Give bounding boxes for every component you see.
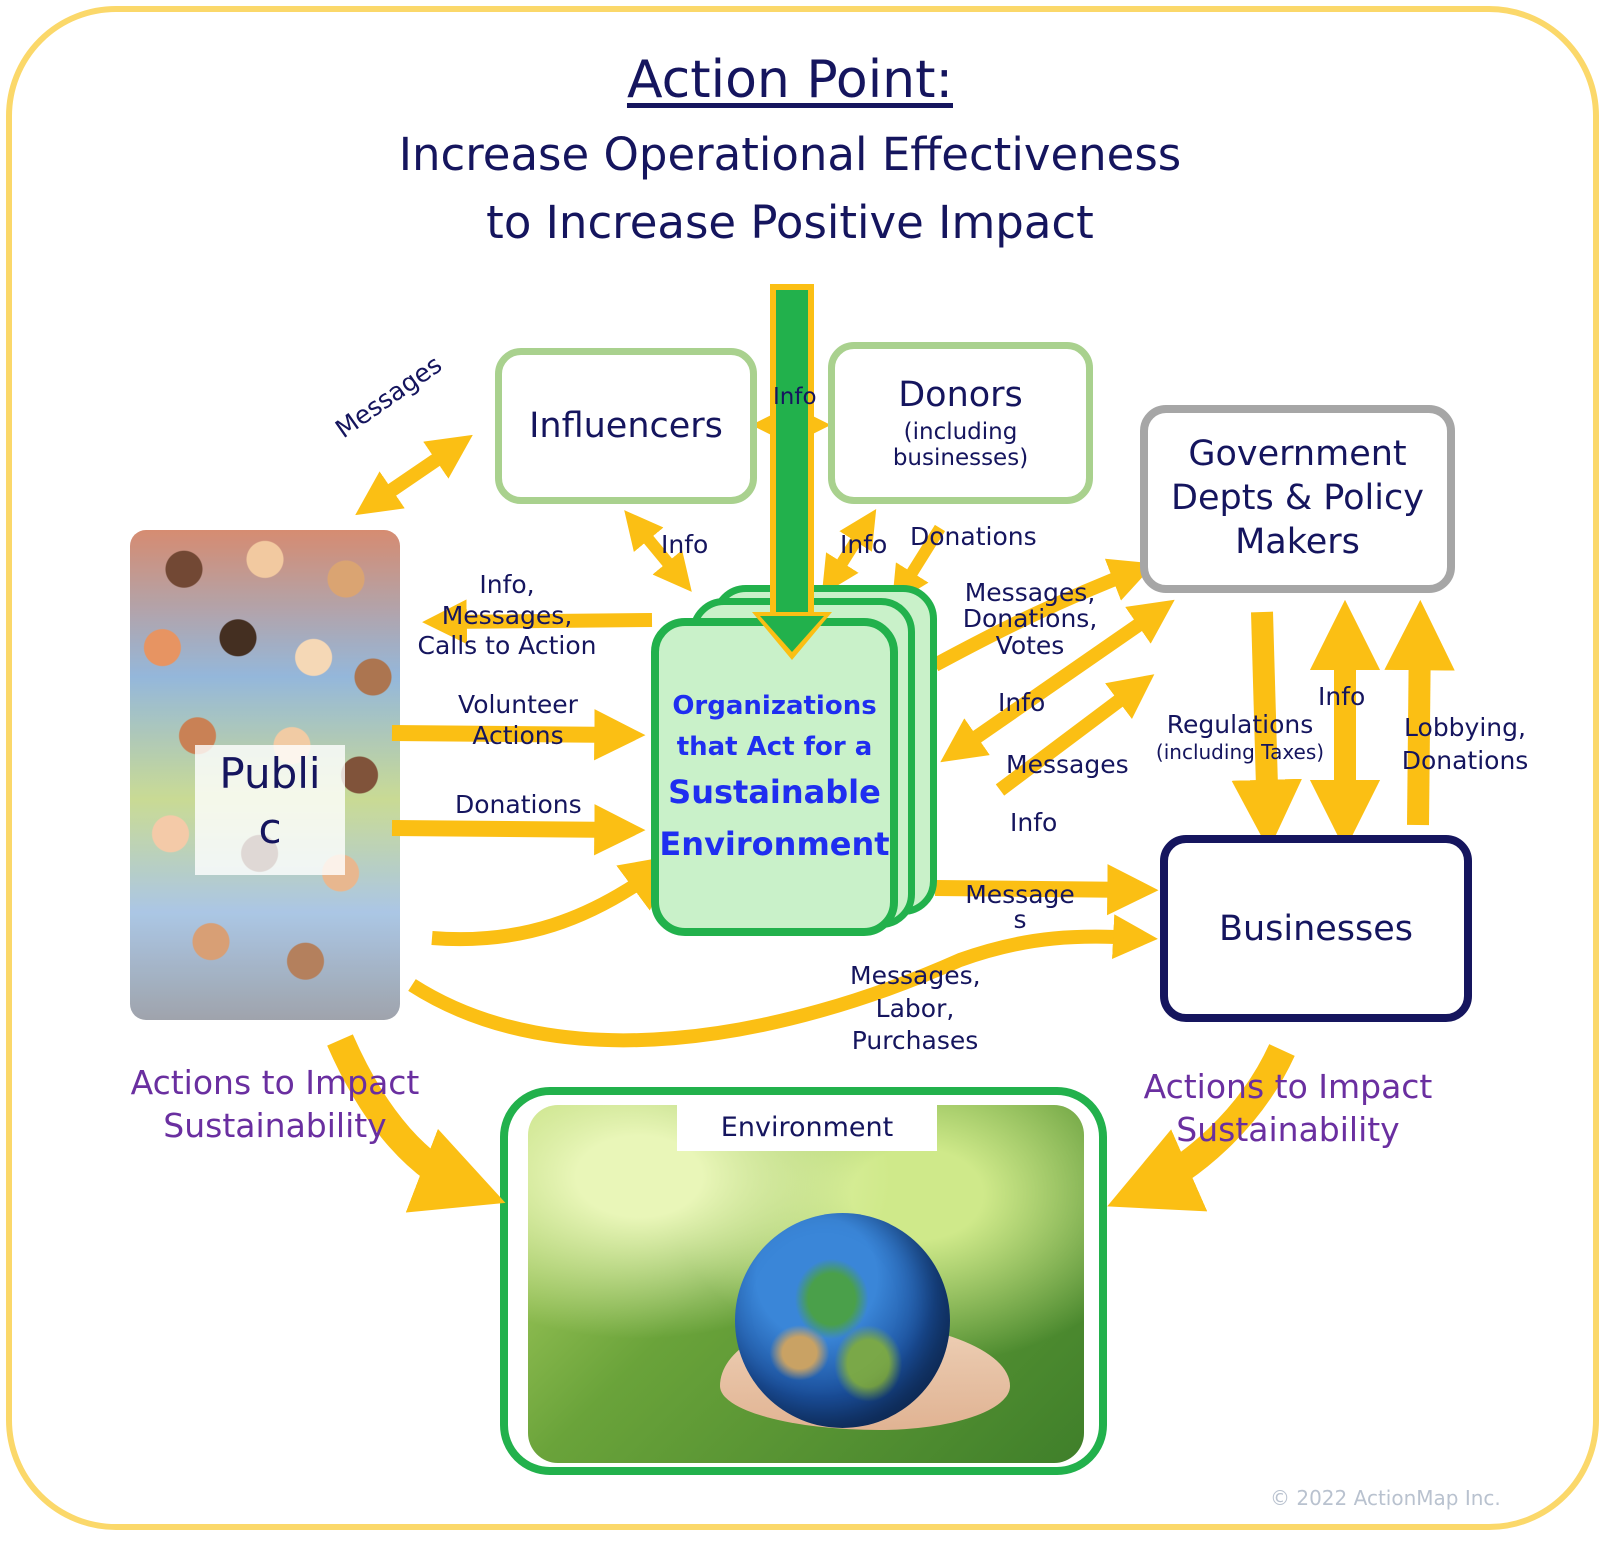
government-label-3: Makers (1235, 521, 1360, 562)
label-lobbying-1: Lobbying, (1404, 713, 1526, 742)
donors-label: Donors (898, 375, 1023, 415)
government-box: Government Depts & Policy Makers (1140, 405, 1455, 593)
label-mlp-1: Messages, (850, 961, 981, 990)
title-line-2: to Increase Positive Impact (486, 196, 1094, 249)
public-label-line-2: c (258, 803, 282, 853)
government-label-1: Government (1188, 434, 1407, 475)
earth-globe-icon (735, 1213, 950, 1428)
label-mlp-3: Purchases (851, 1026, 979, 1055)
label-messages-donations-votes: Messages, Donations, Votes (960, 578, 1100, 660)
environment-label: Environment (677, 1105, 937, 1151)
label-info-donors-org: Info (840, 530, 888, 559)
label-info-org-biz: Info (1010, 808, 1058, 837)
influencers-box: Influencers (495, 348, 757, 504)
label-actions-right-2: Sustainability (1176, 1109, 1400, 1149)
org-label-3: Sustainable (668, 773, 881, 812)
businesses-label: Businesses (1218, 908, 1414, 949)
label-messages-org-biz-1: Message (965, 880, 1075, 909)
org-label-2: that Act for a (676, 732, 873, 763)
label-actions-right: Actions to Impact Sustainability (1128, 1066, 1448, 1152)
label-volunteer-2: Actions (472, 720, 564, 750)
label-messages-labor-purchases: Messages, Labor, Purchases (850, 960, 981, 1058)
label-info-gov-biz: Info (1318, 682, 1366, 711)
donors-box: Donors (including businesses) (828, 342, 1093, 504)
arrow-public-influencers (355, 434, 473, 516)
arrow-org-public-info (422, 599, 653, 645)
org-label-4: Environment (659, 824, 890, 863)
label-info-messages-calls: Info, Messages, Calls to Action (412, 570, 602, 662)
label-info-influencers-org: Info (661, 530, 709, 559)
label-lobbying-2: Donations (1401, 745, 1529, 775)
label-actions-left: Actions to Impact Sustainability (115, 1062, 435, 1148)
arrow-public-org-donations (391, 804, 646, 856)
businesses-box: Businesses (1160, 835, 1472, 1022)
label-actions-right-1: Actions to Impact (1143, 1067, 1433, 1106)
environment-box (500, 1087, 1107, 1475)
arrow-public-environment (327, 1034, 506, 1213)
arrow-org-business (934, 864, 1159, 916)
title-heading: Action Point: (626, 50, 953, 110)
label-lobbying: Lobbying, Donations (1400, 712, 1530, 777)
label-mdv-3: Votes (995, 630, 1065, 660)
label-mlp-2: Labor, (875, 993, 955, 1023)
label-actions-left-1: Actions to Impact (130, 1063, 420, 1102)
label-regulations: Regulations (including Taxes) (1155, 710, 1325, 764)
label-donations-public-org: Donations (455, 790, 582, 819)
arrow-gov-org-info (940, 599, 1175, 763)
label-info-messages-calls-3: Calls to Action (417, 631, 597, 660)
arrow-business-environment (1107, 1044, 1295, 1212)
label-info-gov-org: Info (998, 688, 1046, 717)
donors-sub-1: (including (903, 419, 1018, 445)
label-info-messages-calls-2: Messages, (441, 600, 573, 630)
arrow-donations-donors-org (891, 524, 946, 606)
outer-frame (6, 6, 1599, 1530)
label-volunteer-1: Volunteer (458, 690, 578, 719)
arrow-influencers-org (624, 510, 692, 592)
title-line-1: Increase Operational Effectiveness (398, 128, 1182, 181)
influencers-label: Influencers (529, 406, 723, 446)
arrow-business-gov-lobbying (1384, 599, 1455, 826)
arrow-gov-business-regulations (1231, 611, 1302, 851)
label-messages-org-biz-2: s (1013, 905, 1027, 934)
arrow-public-business (408, 914, 1158, 1048)
arrow-public-org-volunteer (391, 709, 646, 761)
label-volunteer: Volunteer Actions (448, 690, 588, 751)
public-label-line-1: Publi (219, 749, 321, 798)
label-info-top: Info (773, 384, 817, 410)
donors-sub-2: businesses) (892, 445, 1029, 471)
arrow-org-gov-messages-2 (995, 674, 1155, 796)
label-actions-left-2: Sustainability (163, 1105, 387, 1145)
org-label-1: Organizations (672, 691, 877, 722)
government-label-2: Depts & Policy (1171, 478, 1424, 519)
organizations-box: Organizations that Act for a Sustainable… (651, 618, 898, 936)
label-messages-org-biz: Message s (965, 882, 1075, 932)
label-regulations-sub: (including Taxes) (1155, 740, 1325, 764)
public-label: Publi c (195, 745, 345, 875)
label-mdv-2: Donations, (962, 604, 1098, 634)
label-regulations-main: Regulations (1166, 710, 1314, 739)
arrow-donors-org-info (821, 509, 877, 595)
label-mdv-1: Messages, (964, 578, 1096, 607)
label-info-messages-calls-1: Info, (479, 570, 535, 599)
label-messages-org-gov: Messages (1006, 750, 1129, 779)
copyright: © 2022 ActionMap Inc. (1270, 1486, 1501, 1510)
arrow-public-org-curve (431, 854, 678, 947)
label-donations-donors-org: Donations (910, 522, 1037, 551)
